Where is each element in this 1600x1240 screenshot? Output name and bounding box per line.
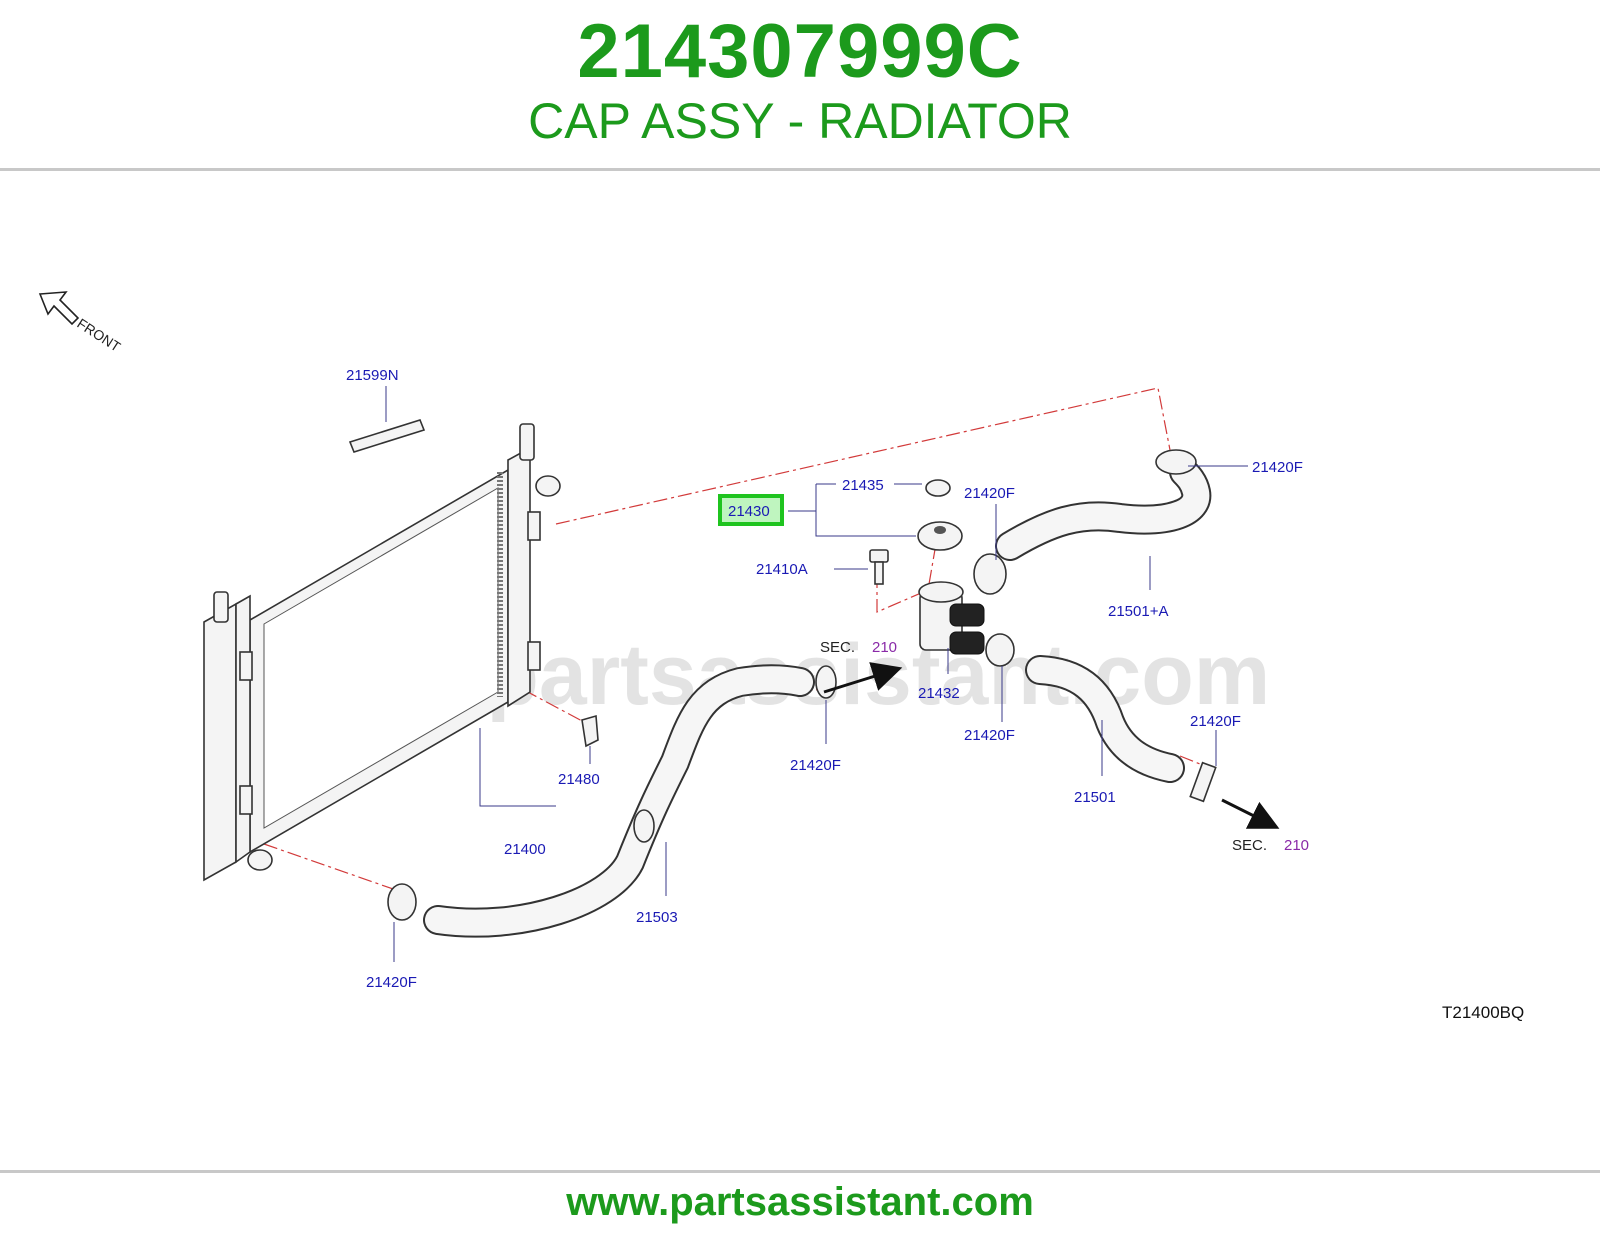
sec-ref-label: SEC. [820,639,855,656]
clamp-icon [387,449,1217,921]
sec-arrow-icon [823,662,903,694]
seal-21435 [925,479,951,497]
highlight-box-21430 [718,494,784,526]
label-sticker-21599N [348,419,426,453]
callout-21420F[interactable]: 21420F [1252,459,1303,476]
sec-ref-label: SEC. [1232,837,1267,854]
callout-21420F[interactable]: 21420F [366,974,417,991]
callout-21420F[interactable]: 21420F [1190,713,1241,730]
sec-ref-number[interactable]: 210 [872,639,897,656]
callout-21420F[interactable]: 21420F [964,485,1015,502]
front-arrow-icon [38,291,80,326]
bracket-21480 [581,714,599,748]
callout-21480[interactable]: 21480 [558,771,600,788]
callout-21432[interactable]: 21432 [918,685,960,702]
callout-21430[interactable]: 21430 [728,503,770,520]
filler-neck-21432 [918,581,985,655]
part-number-title: 214307999C [577,9,1023,94]
sec-arrow-icon [1221,798,1280,829]
callout-21503[interactable]: 21503 [636,909,678,926]
upper-hose-21501A [995,457,1212,561]
radiator-21400 [203,423,561,882]
header: 214307999C CAP ASSY - RADIATOR [0,0,1600,168]
lower-hose-21503 [423,664,815,938]
radiator-cap-21430 [917,521,963,551]
hose-21501 [1025,655,1185,783]
callout-21501A[interactable]: 21501+A [1108,603,1168,620]
callout-21501[interactable]: 21501 [1074,789,1116,806]
part-name-subtitle: CAP ASSY - RADIATOR [528,93,1072,149]
front-label: FRONT [74,315,124,355]
leader-lines [385,386,1248,962]
callout-21410A[interactable]: 21410A [756,561,808,578]
header-divider [0,168,1600,171]
bolt-21410A [869,549,889,585]
callout-21435[interactable]: 21435 [842,477,884,494]
footer-url-link[interactable]: www.partsassistant.com [566,1180,1034,1224]
callout-21420F[interactable]: 21420F [964,727,1015,744]
callout-21400[interactable]: 21400 [504,841,546,858]
figure-code: T21400BQ [1442,1003,1524,1022]
footer-divider [0,1170,1600,1173]
parts-diagram: www.partsassistant.com FRONT [38,291,1524,1022]
callout-21420F[interactable]: 21420F [790,757,841,774]
callout-21599N[interactable]: 21599N [346,367,399,384]
sec-ref-number[interactable]: 210 [1284,837,1309,854]
